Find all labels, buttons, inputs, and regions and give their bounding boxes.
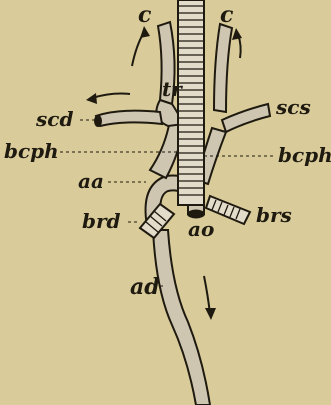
arrow-left-subclavian	[92, 94, 130, 99]
label-descending-aorta: ad	[130, 274, 160, 300]
descending-aorta	[153, 230, 210, 405]
right-carotid-artery	[214, 24, 232, 112]
left-subclavian-artery	[96, 111, 162, 126]
label-left-bronchus: brs	[256, 203, 292, 227]
left-subclavian-cut-end	[94, 115, 102, 127]
label-right-brachiocephalic: bcph	[278, 143, 331, 167]
label-left-carotid: c	[138, 2, 152, 28]
label-left-subclavian: scd	[35, 107, 73, 131]
right-subclavian-artery	[222, 104, 270, 132]
label-left-brachiocephalic: bcph	[4, 139, 59, 163]
label-right-subclavian: scs	[275, 95, 311, 119]
label-right-carotid: c	[220, 2, 234, 28]
label-aorta: ao	[188, 217, 214, 241]
label-trachea: tr	[162, 77, 183, 101]
label-aortic-arch: aa	[78, 169, 104, 193]
label-right-bronchus: brd	[82, 209, 121, 233]
